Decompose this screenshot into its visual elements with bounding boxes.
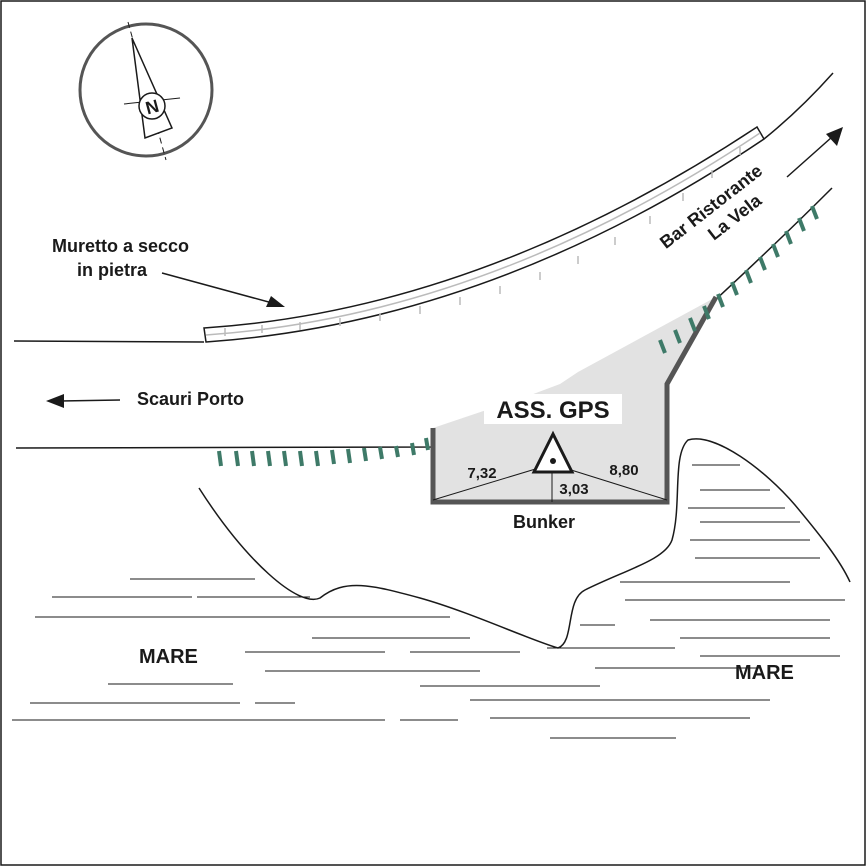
triangle-survey-point-icon [432,430,668,502]
distance-right-label: 8,80 [609,462,638,479]
road-west-label: Scauri Porto [137,389,244,409]
arrow-northeast-icon [786,127,843,178]
station-label: ASS. GPS [496,397,609,424]
sea-label-right: MARE [735,662,794,684]
coastline [198,438,851,649]
building-label: Bunker [513,512,575,532]
bunker-walls [430,295,719,505]
station-label-bg [484,394,622,424]
road-edge-north-east [763,72,834,140]
vegetation-cliff [217,205,819,467]
sea-label-left: MARE [139,646,198,668]
arrow-west-icon [46,394,121,408]
wall-pointer-arrow [161,272,285,307]
wall-label-line1: Muretto a secco [52,236,189,256]
distance-middle-label: 3,03 [559,481,588,498]
north-label: N [143,96,161,119]
north-arrow-icon: N [78,21,214,161]
distance-left-label: 7,32 [467,465,496,482]
sea-hatching [12,464,845,739]
road-edge-north-west [13,340,205,343]
wall-label-line2: in pietra [77,260,148,280]
